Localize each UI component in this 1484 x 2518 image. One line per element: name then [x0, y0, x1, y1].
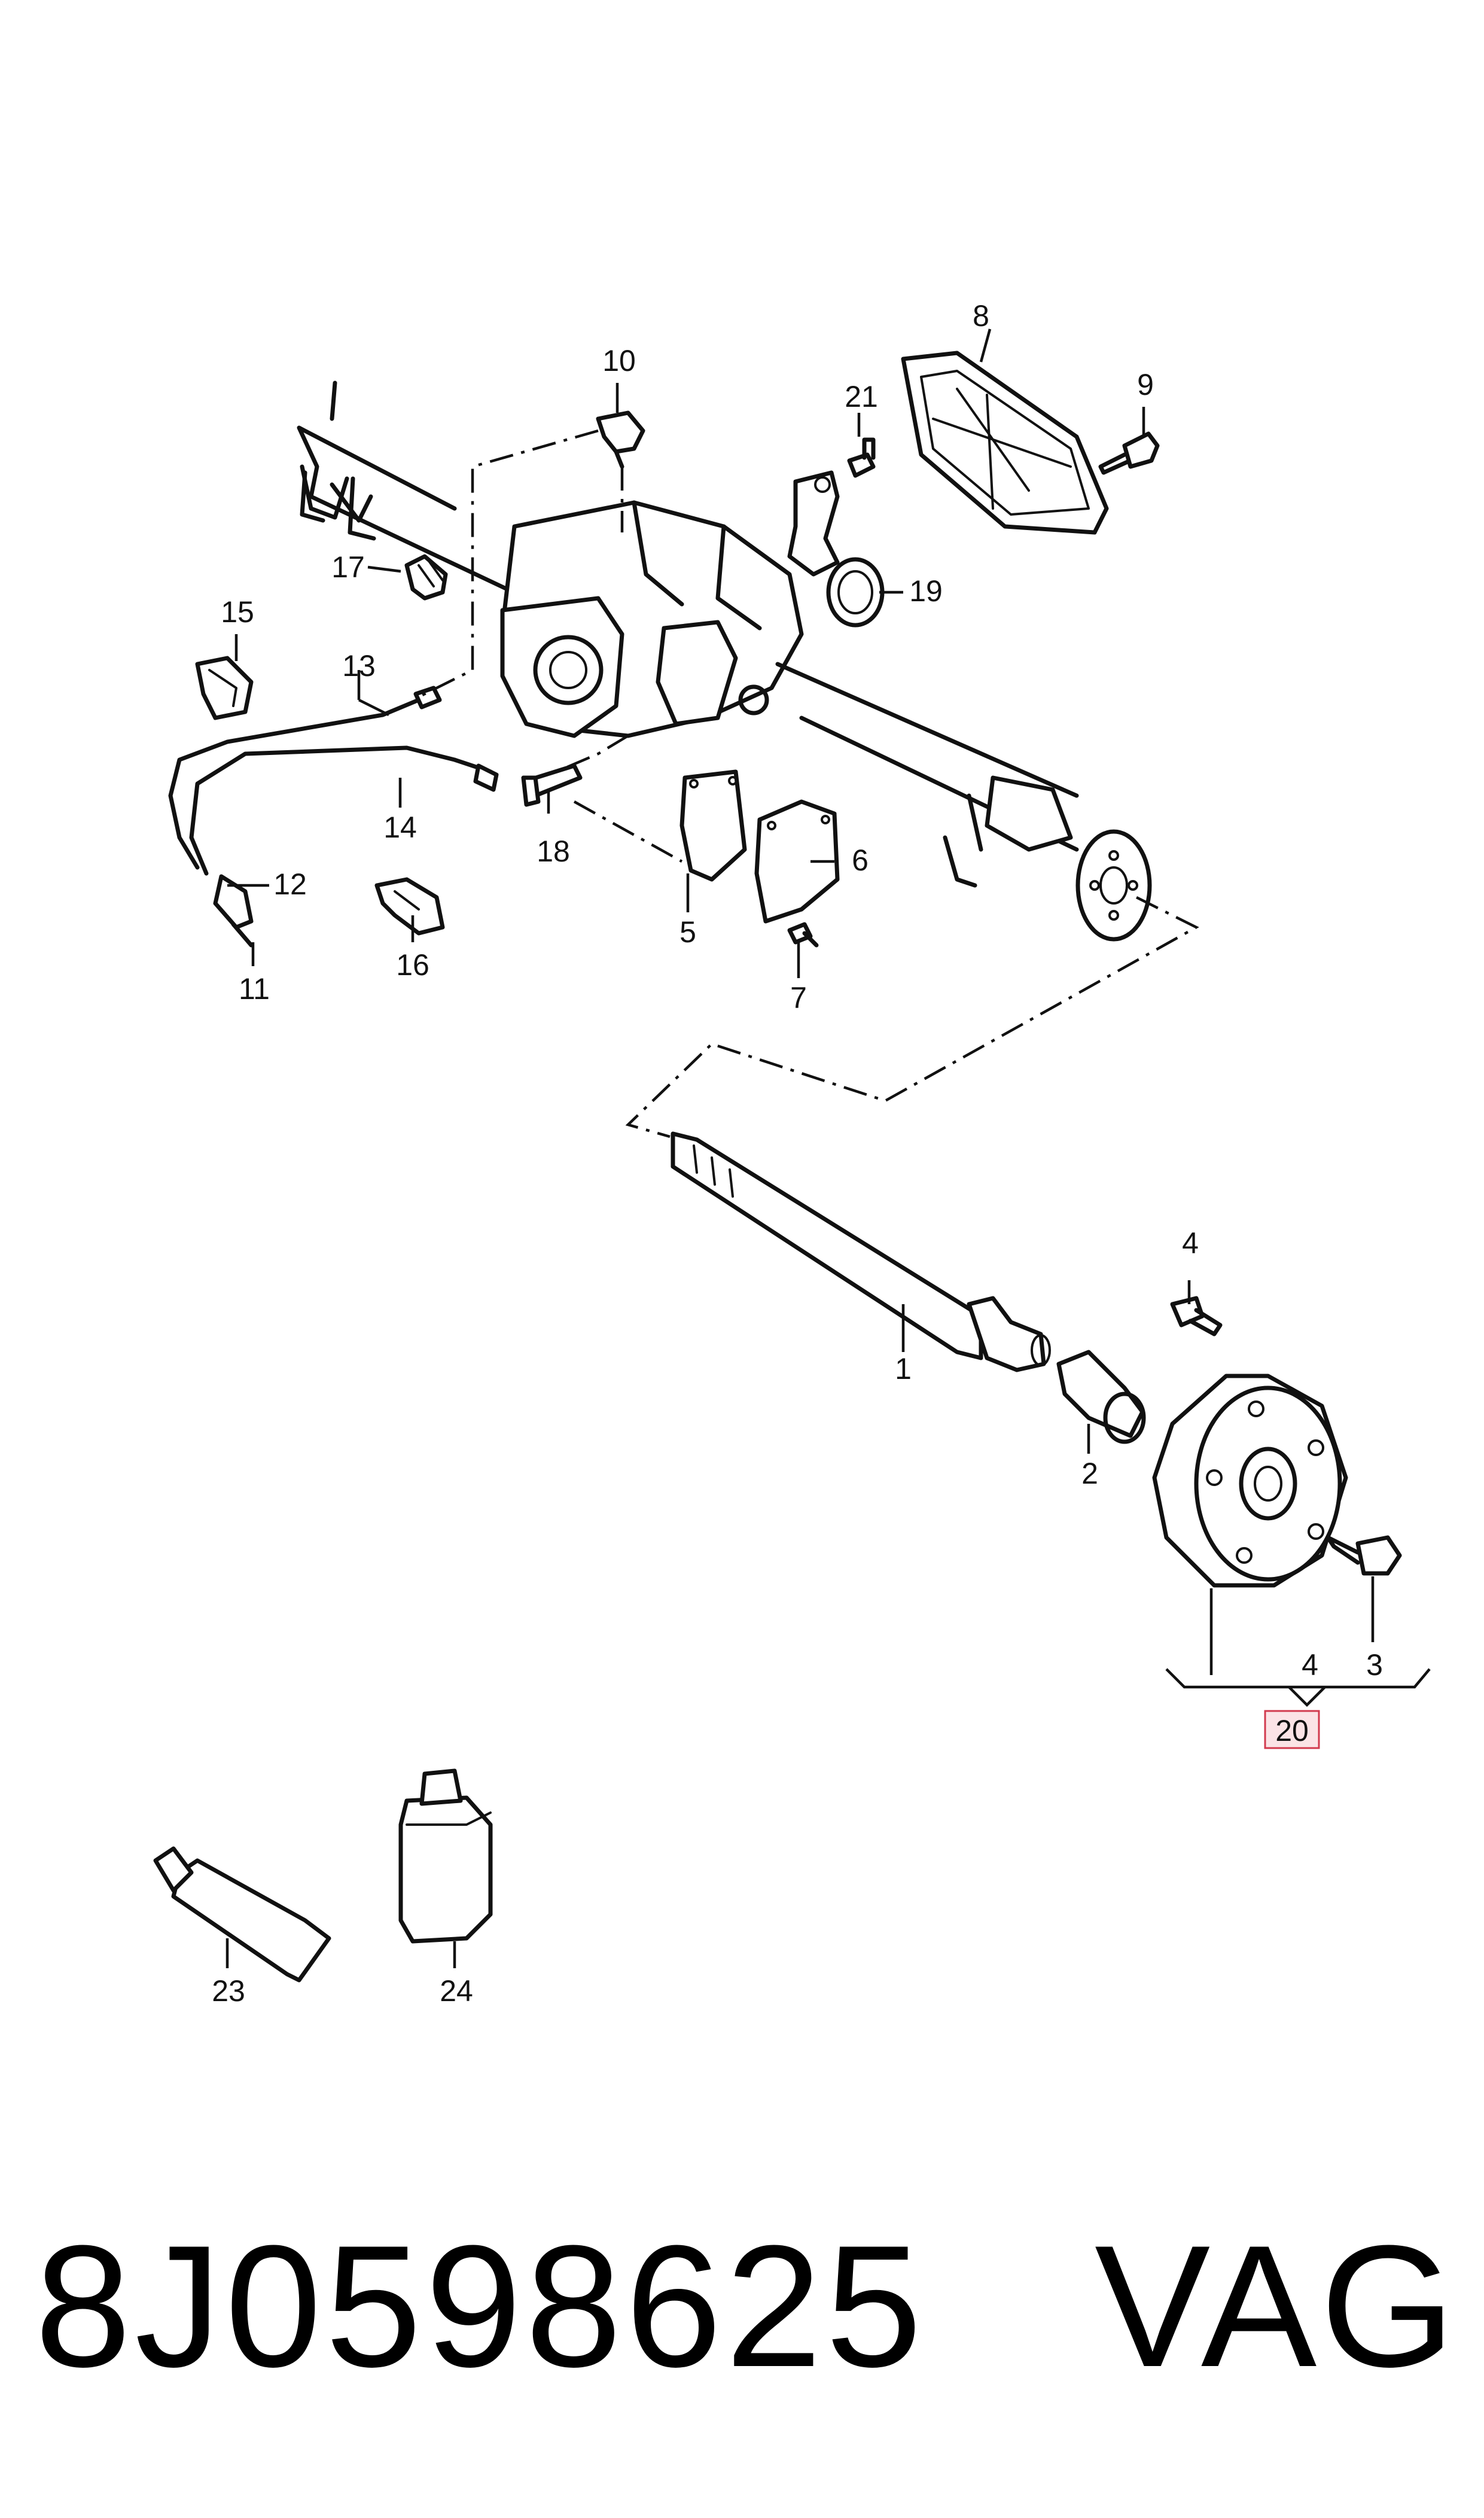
- callout-11: 11: [239, 972, 270, 1006]
- oil-bottle: [398, 1768, 493, 1944]
- shaft-sleeve: [1056, 1350, 1146, 1444]
- callout-21: 21: [845, 380, 878, 413]
- callout-15: 15: [221, 595, 254, 629]
- part-number-label: 8J0598625: [35, 2209, 926, 2403]
- callout-4-top: 4: [1182, 1226, 1199, 1260]
- callout-2: 2: [1081, 1457, 1098, 1490]
- callout-5: 5: [679, 915, 696, 949]
- cable-clip-upper: [195, 656, 254, 720]
- housing-cover: [901, 351, 1109, 535]
- callout-6: 6: [852, 844, 869, 877]
- drive-shaft: [671, 1131, 1051, 1372]
- hub-bolt: [1170, 1296, 1223, 1336]
- cover-plate: [754, 799, 840, 924]
- cover-bolt: [1098, 431, 1160, 475]
- callout-10: 10: [602, 344, 636, 377]
- callout-16: 16: [396, 948, 429, 982]
- callout-12: 12: [273, 867, 307, 901]
- wheel-hub: [1152, 1374, 1348, 1588]
- callout-20: 20: [1275, 1714, 1309, 1747]
- brand-label: VAG: [1095, 2209, 1459, 2403]
- drain-plug: [404, 554, 448, 601]
- callout-19: 19: [909, 574, 943, 608]
- leader-lines: [226, 328, 1431, 1968]
- callout-8: 8: [973, 299, 989, 333]
- callout-4-bottom: 4: [1302, 1648, 1318, 1682]
- hub-screw: [1325, 1535, 1402, 1576]
- shaft-seal: [826, 557, 885, 628]
- callout-13: 13: [342, 649, 376, 683]
- sensor-cable: [168, 686, 499, 876]
- callout-20-highlight: [1264, 1710, 1320, 1749]
- callout-23: 23: [212, 1974, 245, 2008]
- callout-24: 24: [440, 1974, 473, 2008]
- housing-bolt: [521, 763, 583, 807]
- axle-housing: [297, 380, 1152, 942]
- callout-3: 3: [1366, 1648, 1383, 1682]
- cable-clip-lower: [374, 877, 445, 936]
- callout-9: 9: [1137, 368, 1154, 401]
- callout-labels: 8 9 10 21 19 17 15 13 14 18 6 12 5 16 11…: [212, 299, 1383, 2008]
- callout-1: 1: [895, 1352, 912, 1386]
- callout-7: 7: [790, 981, 807, 1015]
- breather-valve: [596, 410, 645, 469]
- bracket-clamp: [787, 470, 840, 577]
- callout-14: 14: [383, 811, 417, 844]
- plate-screw: [787, 922, 819, 948]
- bracket-bolt: [847, 437, 876, 478]
- callout-17: 17: [331, 550, 365, 584]
- assembly-lines: [418, 429, 1199, 1138]
- speed-sensor: [213, 874, 254, 948]
- callout-18: 18: [537, 835, 570, 868]
- grease-tube: [153, 1846, 331, 1983]
- gasket: [679, 769, 747, 882]
